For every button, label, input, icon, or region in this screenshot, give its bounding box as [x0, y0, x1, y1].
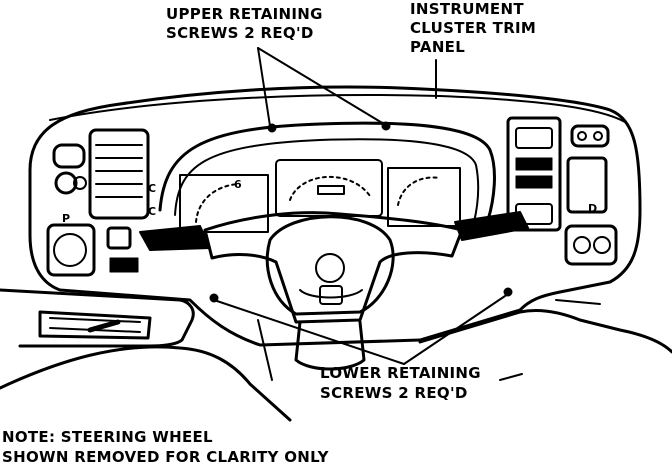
left-gauge — [179, 174, 269, 233]
right-gauge — [387, 167, 461, 227]
dashboard-outline — [28, 85, 642, 347]
steering-column-spokes — [203, 211, 464, 324]
upper-screws-label-line2: SCREWS 2 REQ'D — [166, 24, 314, 42]
right-top-switch — [570, 124, 610, 148]
headlamp-switch — [52, 143, 86, 169]
lower-left-vent — [38, 310, 152, 340]
left-button — [106, 226, 132, 250]
dashboard-top-ridge — [49, 94, 626, 123]
vent-mark-c-top: C — [148, 182, 157, 195]
switch-mark-d: D — [588, 202, 598, 215]
upper-screws-label-line1: UPPER RETAINING — [166, 5, 323, 23]
lower-right-panel — [418, 308, 672, 354]
wiper-lever — [454, 211, 529, 241]
leader-lines — [213, 47, 523, 381]
switch-mark-p: P — [62, 212, 71, 225]
right-control-panel — [506, 116, 562, 232]
trim-panel-label-line3: PANEL — [410, 38, 466, 56]
right-bottom-panel — [564, 224, 618, 266]
note-line2: SHOWN REMOVED FOR CLARITY ONLY — [2, 448, 329, 466]
left-knob — [54, 171, 78, 195]
speedometer-window — [275, 159, 383, 217]
column-shroud — [294, 320, 366, 371]
left-vent — [88, 128, 150, 220]
right-mid-panel — [566, 156, 608, 214]
column-center — [315, 253, 345, 283]
steering-hub — [265, 215, 395, 316]
lower-screws-label-line2: SCREWS 2 REQ'D — [320, 384, 468, 402]
left-small-switch — [109, 257, 139, 273]
left-switch-panel — [46, 223, 96, 277]
gauge-mark-six: 6 — [234, 178, 242, 191]
lower-screws-label-line1: LOWER RETAINING — [320, 364, 481, 382]
cluster-hood — [158, 121, 496, 222]
trim-panel-label-line2: CLUSTER TRIM — [410, 19, 537, 37]
note-line1: NOTE: STEERING WHEEL — [2, 428, 213, 446]
trim-panel-label-line1: INSTRUMENT — [410, 0, 524, 18]
cluster-hood-inner — [174, 138, 480, 223]
turn-signal-lever — [139, 225, 211, 251]
vent-mark-c-bottom: C — [148, 205, 157, 218]
knee-bolster — [0, 345, 292, 422]
